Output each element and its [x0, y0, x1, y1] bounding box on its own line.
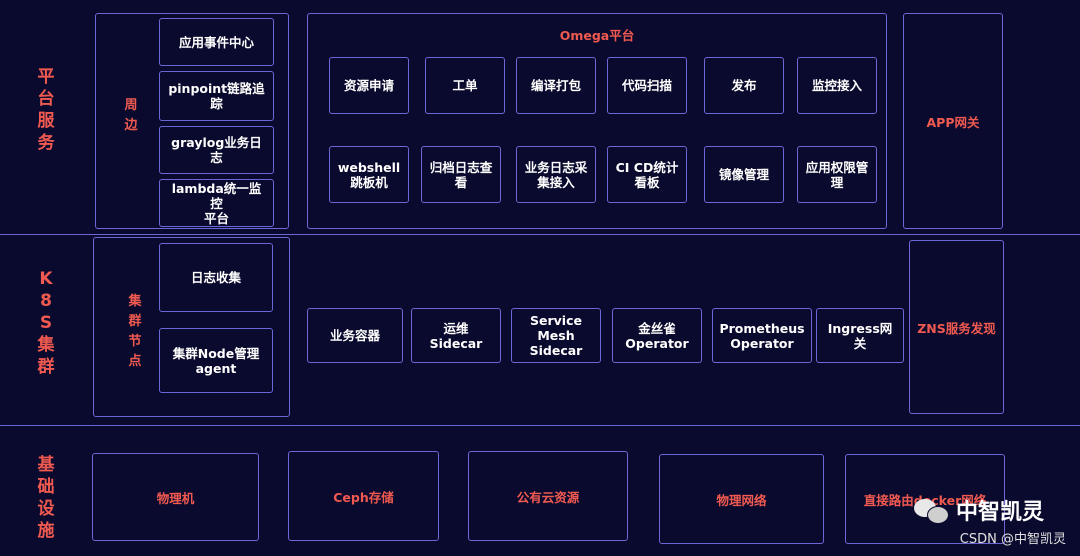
omega-cicd-dashboard: CI CD统计 看板 — [607, 146, 687, 203]
wechat-icon — [913, 497, 949, 524]
periphery-item-event-center: 应用事件中心 — [159, 18, 274, 66]
omega-build-package: 编译打包 — [516, 57, 596, 114]
omega-resource-request: 资源申请 — [329, 57, 409, 114]
watermark-brand: 中智凯灵 — [955, 500, 1044, 525]
infra-physical-network: 物理网络 — [716, 492, 767, 508]
cluster-node-group — [93, 237, 290, 417]
layer-divider-top — [0, 234, 1080, 235]
infra-ceph-storage-box — [288, 451, 439, 541]
infra-public-cloud: 公有云资源 — [516, 489, 580, 505]
periphery-item-lambda: lambda统一监控 平台 — [159, 179, 274, 227]
omega-archive-log: 归档日志查 看 — [421, 146, 501, 203]
omega-monitor-access: 监控接入 — [797, 57, 877, 114]
omega-webshell: webshell 跳板机 — [329, 146, 409, 203]
k8s-ops-sidecar: 运维Sidecar — [411, 308, 501, 363]
periphery-item-graylog: graylog业务日 志 — [159, 126, 274, 174]
infra-physical-machine-box — [92, 453, 259, 541]
omega-platform-title: Omega平台 — [559, 27, 635, 43]
k8s-canary-operator: 金丝雀 Operator — [612, 308, 702, 363]
zns-service-discovery-label: ZNS服务发现 — [917, 320, 996, 336]
infra-ceph-storage: Ceph存储 — [333, 489, 394, 505]
omega-ticket: 工单 — [425, 57, 505, 114]
omega-app-permissions: 应用权限管 理 — [797, 146, 877, 203]
omega-platform-group — [307, 13, 887, 229]
layer-label-infra: 基 础 设 施 — [37, 455, 55, 541]
infra-physical-network-box — [659, 454, 824, 544]
omega-release: 发布 — [704, 57, 784, 114]
infra-docker-network-box — [845, 454, 1005, 544]
app-gateway-box — [903, 13, 1003, 229]
layer-label-platform: 平 台 服 务 — [37, 67, 55, 153]
k8s-business-container: 业务容器 — [307, 308, 403, 363]
layer-divider-bottom — [0, 425, 1080, 426]
k8s-ingress-gateway: Ingress网关 — [816, 308, 904, 363]
app-gateway-label: APP网关 — [926, 114, 980, 130]
infra-physical-machine: 物理机 — [156, 490, 195, 506]
cluster-log-collection: 日志收集 — [159, 243, 273, 312]
omega-business-log-collect: 业务日志采 集接入 — [516, 146, 596, 203]
cluster-node-agent: 集群Node管理 agent — [159, 328, 273, 393]
watermark: 中智凯灵 — [913, 494, 1044, 526]
cluster-node-label: 集 群 节 点 — [128, 294, 142, 369]
omega-image-management: 镜像管理 — [704, 146, 784, 203]
layer-label-k8s: K 8 S 集 群 — [37, 269, 55, 377]
k8s-service-mesh-sidecar: Service Mesh Sidecar — [511, 308, 601, 363]
k8s-prometheus-operator: Prometheus Operator — [712, 308, 812, 363]
periphery-group — [95, 13, 289, 229]
infra-public-cloud-box — [468, 451, 628, 541]
periphery-item-pinpoint: pinpoint链路追 踪 — [159, 71, 274, 121]
zns-service-discovery-box — [909, 240, 1004, 414]
omega-code-scan: 代码扫描 — [607, 57, 687, 114]
csdn-watermark: CSDN @中智凯灵 — [959, 532, 1066, 547]
periphery-label: 周 边 — [124, 98, 138, 133]
